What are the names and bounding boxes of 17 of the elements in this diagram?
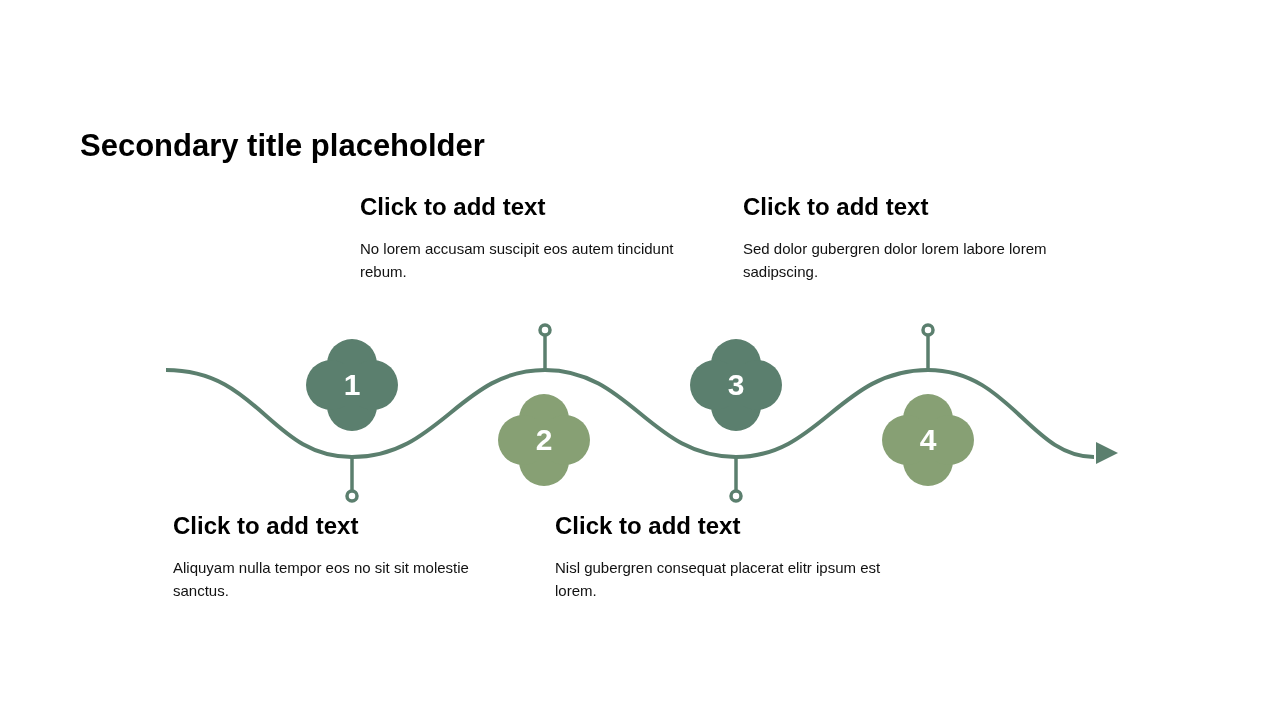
pin-connector	[921, 323, 935, 370]
pin-connector	[729, 457, 743, 503]
step-heading: Click to add text	[360, 193, 547, 221]
title: Secondary title placeholder	[80, 128, 485, 164]
step-number: 1	[343, 368, 361, 402]
step-number: 2	[535, 423, 553, 457]
step-description: No lorem accusam suscipit eos autem tincidunt rebum.	[360, 239, 675, 282]
step-number: 4	[919, 423, 937, 457]
step-heading: Click to add text	[173, 512, 360, 540]
step-description: Aliquyam nulla tempor eos no sit sit molestie sanctus.	[173, 558, 470, 601]
step-heading: Click to add text	[743, 193, 930, 221]
step-heading: Click to add text	[555, 512, 742, 540]
pin-connector	[538, 323, 552, 370]
step-description: Nisl gubergren consequat placerat elitr ipsum est lorem.	[555, 558, 882, 601]
step-description: Sed dolor gubergren dolor lorem labore lorem sadipscing.	[743, 239, 1048, 282]
step-number: 3	[727, 368, 745, 402]
pin-connector	[345, 457, 359, 503]
